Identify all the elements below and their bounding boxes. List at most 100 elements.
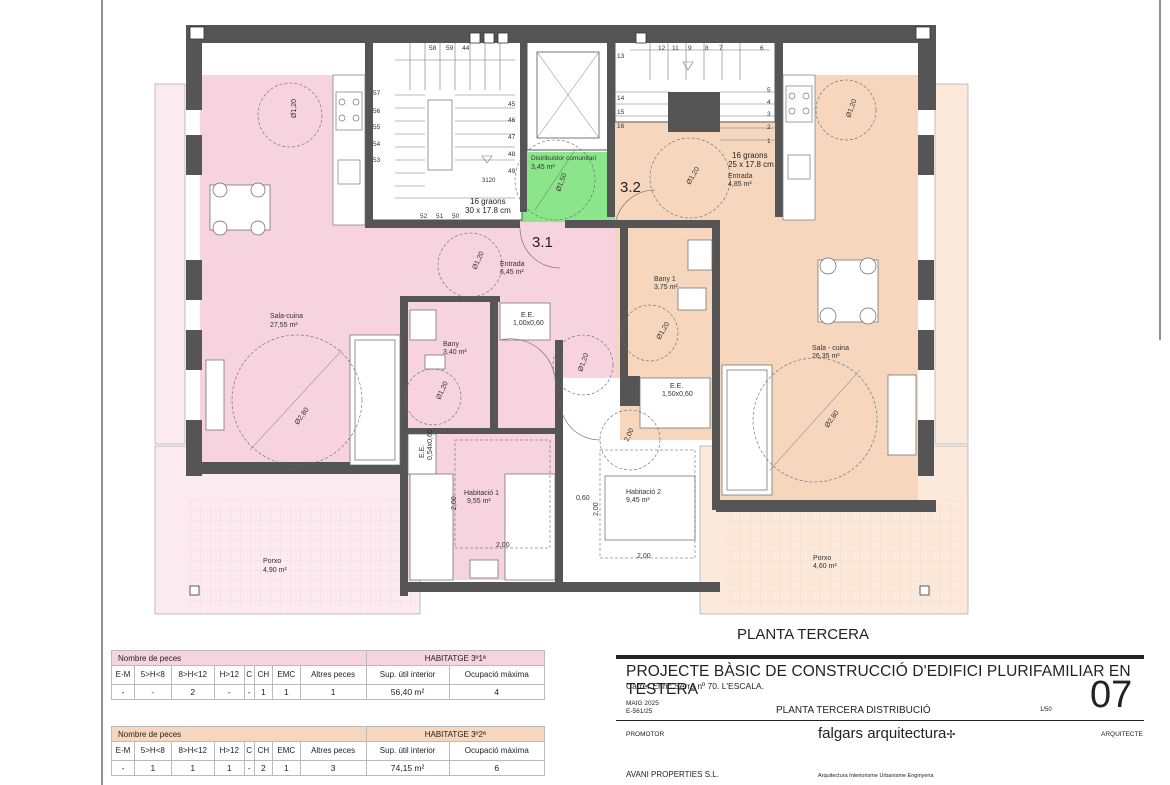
area-sala-cuina-1: 27,55 m² [270,322,298,329]
label-porxo-1: Porxo [263,558,281,565]
dim-h-habitacio-2: 2,00 [637,553,651,560]
step-number: 52 [420,213,428,220]
step-number: 56 [373,108,381,115]
step-number: 47 [508,134,516,141]
table1-columns-9: Ocupació màxima [448,665,546,685]
step-number: 15 [617,109,625,116]
label-distribuidor: Distribuïdor comunitari [531,155,596,162]
promotor-label: PROMOTOR [626,731,665,738]
table1-columns-5: CH [253,665,274,685]
table1-values-2: 2 [170,684,215,700]
project-code: E-561/25 [626,708,653,715]
table1-values-8: 56,40 m² [365,684,450,700]
table2-columns-4: C [243,741,255,761]
area-sala-cuina-2: 26,35 m² [812,353,840,360]
firm-mark-icon: ✢ [946,729,956,741]
table2-columns-8: Sup. útil interior [365,741,450,761]
kitchen-2 [782,74,816,221]
table1-columns-0: E-M [111,665,135,685]
step-number: 53 [373,157,381,164]
area-habitacio-1: 9,55 m² [467,498,491,505]
table2-columns-7: Altres peces [299,741,367,761]
table2-values-5: 2 [253,760,274,776]
label-bany-2: Bany 1 [654,276,676,283]
area-distribuidor: 3,45 m² [531,164,555,171]
area-porxo-1: 4,90 m² [263,567,287,574]
table2-columns-9: Ocupació màxima [448,741,546,761]
table1-columns-1: 5>H<8 [133,665,172,685]
room-labels: Sala-cuina 27,55 m² Entrada 6,45 m² Bany… [263,151,849,574]
step-number: 4 [767,99,771,106]
step-number: 6 [760,45,764,52]
table1-right-header: HABITATGE 3º1ª [365,650,546,666]
step-number: 16 [617,123,625,130]
step-number: 57 [373,90,381,97]
furniture-2 [409,239,917,541]
firm-text: falgars arquitectura [818,725,947,742]
table1-values-3: - [213,684,245,700]
table2-values-4: - [243,760,255,776]
label-bany-1: Bany [443,341,459,348]
area-entrada-1: 6,45 m² [500,269,524,276]
step-number: 3 [767,111,771,118]
label-porxo-2: Porxo [813,555,831,562]
table1-columns-4: C [243,665,255,685]
table1-values-7: 1 [299,684,367,700]
circle-kitchen-1: Ø1,20 [291,99,298,118]
unit-label-3-2: 3.2 [620,179,641,196]
table2-columns-5: CH [253,741,274,761]
table1-values-1: - [133,684,172,700]
step-number: 54 [373,141,381,148]
step-number: 13 [617,53,625,60]
table2-values-0: - [111,760,135,776]
label-entrada-2: Entrada [728,173,753,180]
table2-left-header: Nombre de peces [111,726,367,742]
step-number: 59 [446,45,454,52]
label-stairs-1: 16 graons [470,197,506,206]
dims-stairs-2: 25 x 17.8 cm [728,160,774,169]
step-number: 45 [508,101,516,108]
step-number: 2 [767,124,771,131]
step-number: 1 [767,138,771,145]
table2-columns-3: H>12 [213,741,245,761]
step-number: 5 [767,87,771,94]
step-number: 9 [688,45,692,52]
step-number: 58 [429,45,437,52]
dims-ee-1: 1,00x0,60 [513,320,544,327]
dim-v-habitacio-1: 2,00 [451,496,458,510]
drawing-title: PLANTA TERCERA DISTRIBUCIÓ [776,705,931,716]
table2-values-8: 74,15 m² [365,760,450,776]
label-ee-2: E.E. [670,383,683,390]
project-address: Carrer Enric Serra nº 70. L'ESCALA. [626,681,764,691]
label-sala-cuina-1: Sala-cuina [270,313,303,320]
table1-values-9: 4 [448,684,546,700]
step-number: 50 [452,213,460,220]
firm-name: falgars arquitectura✢ [818,725,956,742]
step-number: 49 [508,168,516,175]
step-number: 12 [658,45,666,52]
label-sala-cuina-2: Sala - cuina [812,345,849,352]
step-number: 11 [672,45,679,52]
area-porxo-2: 4,60 m² [813,563,837,570]
table2-columns-1: 5>H<8 [133,741,172,761]
step-number: 48 [508,151,516,158]
table2-values-3: 1 [213,760,245,776]
table1-columns-2: 8>H<12 [170,665,215,685]
table1-columns-8: Sup. útil interior [365,665,450,685]
promotor-name: AVANI PROPERTIES S.L. [626,770,719,779]
table2-values-9: 6 [448,760,546,776]
table1-columns-3: H>12 [213,665,245,685]
table1-values-5: 1 [253,684,274,700]
unit-label-3-1: 3.1 [532,234,553,251]
table1-values-4: - [243,684,255,700]
label-habitacio-1: Habitació 1 [464,490,499,497]
table2-values-2: 1 [170,760,215,776]
accessibility-circles [231,79,878,483]
table2-columns-2: 8>H<12 [170,741,215,761]
table1-values-6: 1 [272,684,301,700]
dim-v-habitacio-2: 2,00 [593,502,600,516]
plan-title: PLANTA TERCERA [737,626,869,643]
